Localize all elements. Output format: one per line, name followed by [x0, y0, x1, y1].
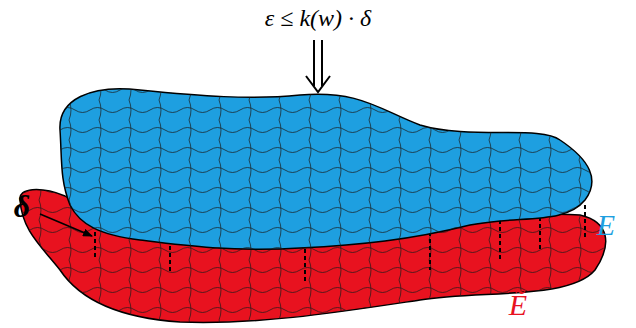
surface-e: [60, 89, 592, 249]
leader-line: [40, 214, 92, 236]
surface-mesh: [60, 89, 592, 249]
surface-name: E: [597, 210, 615, 240]
formula: ε ≤ k(w) · δ: [265, 6, 371, 30]
surface-name: Ẽ: [509, 290, 527, 320]
implication-arrow: [306, 40, 330, 92]
distance-symbol: δ: [14, 190, 30, 222]
